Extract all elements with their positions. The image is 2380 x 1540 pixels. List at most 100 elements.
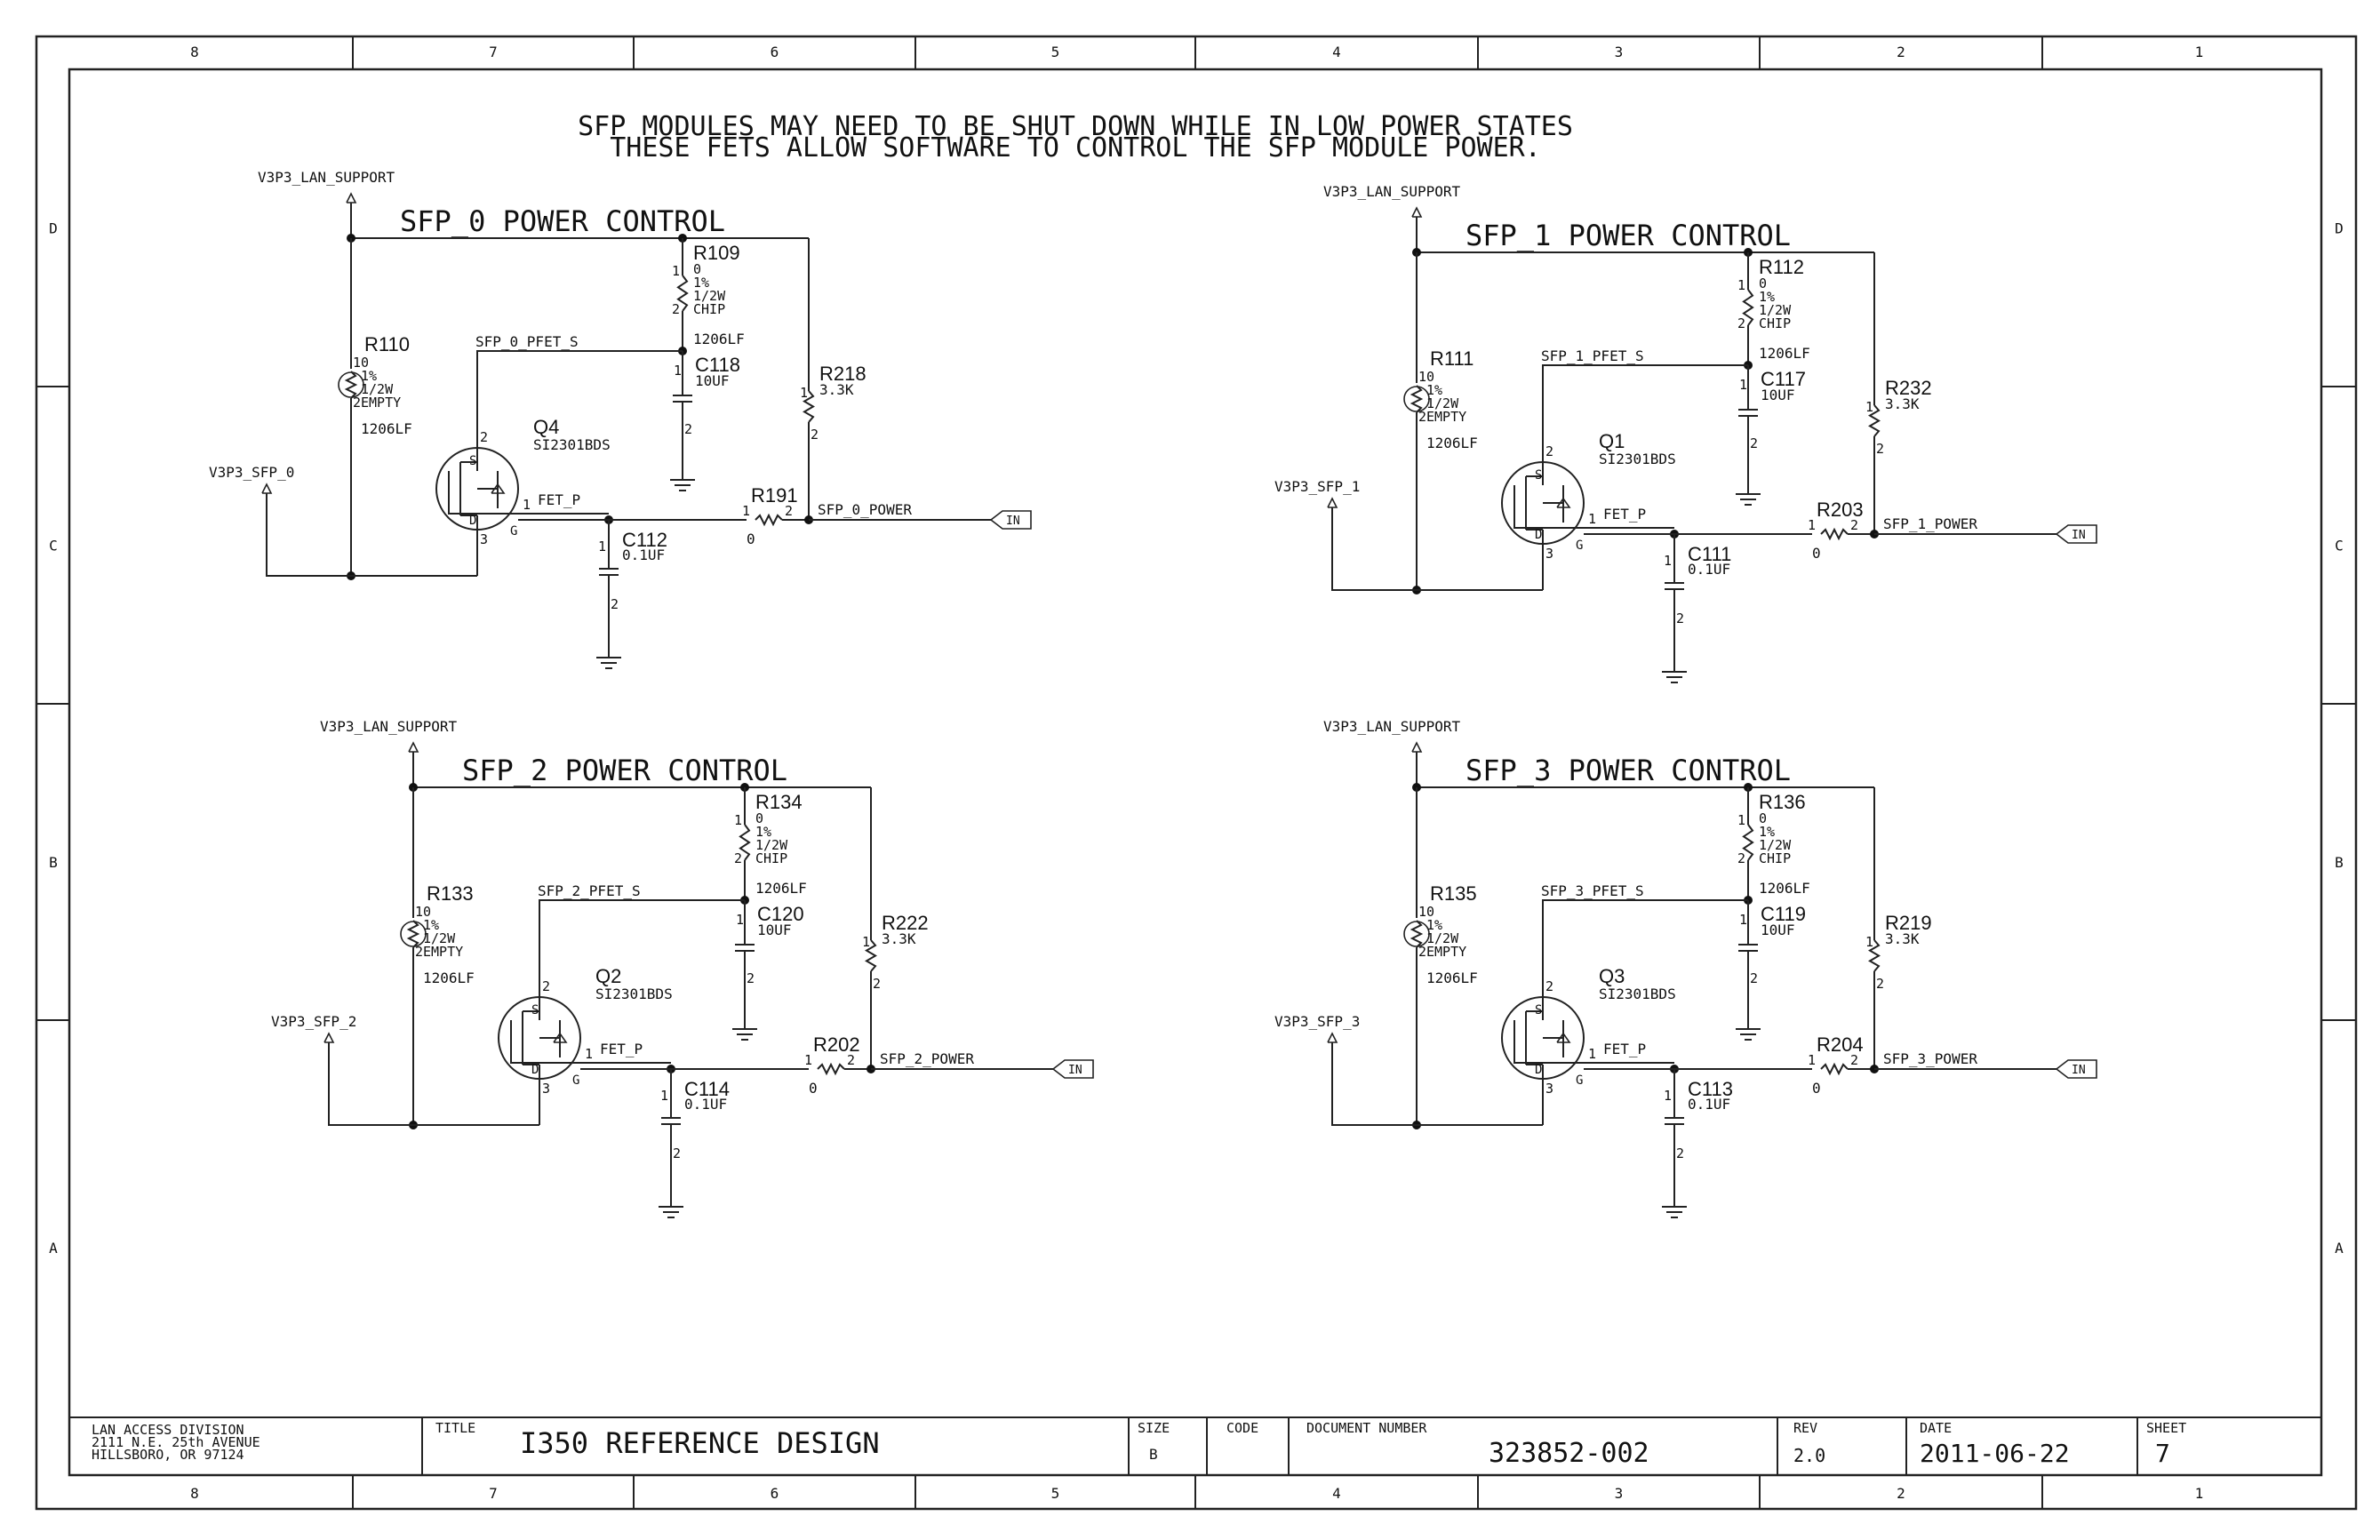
gate-lead [510, 1057, 580, 1064]
top-resistor-tolerance: 1% [755, 824, 771, 840]
fet-pin-g: G [1576, 1073, 1583, 1088]
docnum-label: DOCUMENT NUMBER [1306, 1420, 1427, 1436]
drain-wire [1331, 507, 1543, 591]
series-resistor-ref: R204 [1817, 1033, 1864, 1056]
pull-resistor-ref: R222 [882, 912, 929, 934]
column-label-top: 2 [1897, 44, 1905, 60]
pin-number: 2 [1545, 443, 1553, 459]
top-resistor-power: 1/2W [693, 288, 726, 304]
column-label-bottom: 5 [1051, 1485, 1060, 1502]
pull-resistor-value: 3.3K [819, 381, 854, 398]
top-resistor-power: 1/2W [1759, 302, 1792, 318]
top-resistor-value: 0 [1759, 275, 1767, 291]
pin-number: 2 [480, 429, 488, 445]
column-label-top: 1 [2195, 44, 2204, 60]
fet-ref: Q3 [1599, 965, 1625, 987]
pin-number: 1 [1737, 812, 1745, 828]
pin-number: 2 [1676, 1145, 1684, 1161]
pin-number: 1 [585, 1046, 593, 1062]
series-resistor-ref: R203 [1817, 499, 1864, 521]
ground-symbol [596, 657, 621, 669]
pin-number: 1 [1808, 1052, 1816, 1068]
bulk-capacitor-value: 10UF [695, 372, 730, 389]
pin-number: 2 [1850, 517, 1858, 533]
pin-number: 2 [811, 427, 819, 443]
pin-number: 1 [415, 904, 423, 920]
sfp-supply-arrow [1327, 497, 1338, 508]
fet-pin-s: S [1535, 1003, 1542, 1017]
row-label-right: C [2335, 538, 2344, 555]
pin-number: 1 [1808, 517, 1816, 533]
ground-symbol [732, 1028, 757, 1041]
row-label-right: A [2335, 1240, 2344, 1257]
supply-label: V3P3_LAN_SUPPORT [320, 718, 457, 735]
pin-number: 2 [785, 503, 793, 519]
pin-number: 2 [1545, 978, 1553, 994]
top-resistor [1742, 289, 1754, 326]
input-port-label: IN [2072, 1064, 2086, 1077]
fet-pin-g: G [1576, 539, 1583, 553]
top-resistor-type: CHIP [1759, 850, 1791, 866]
top-resistor-ref: R136 [1759, 791, 1806, 813]
pull-resistor [1868, 404, 1881, 437]
fet-pin-d: D [469, 514, 476, 528]
row-label-left: C [49, 538, 58, 555]
fet-pin-g: G [572, 1073, 579, 1088]
sfp-power-block-0: SFP_0 POWER CONTROLV3P3_LAN_SUPPORTR1101… [209, 169, 1032, 669]
pull-resistor-ref: R232 [1885, 377, 1932, 399]
bulk-capacitor-ref: C119 [1761, 903, 1806, 925]
pin-number: 1 [1418, 904, 1426, 920]
column-label-bottom: 3 [1615, 1485, 1624, 1502]
fet-source-lead [523, 1010, 540, 1020]
rev-label: REV [1793, 1420, 1817, 1436]
ground-symbol [1736, 493, 1761, 506]
pin-number: 2 [1876, 976, 1884, 992]
left-resistor-ref: R110 [364, 333, 410, 355]
pull-resistor-value: 3.3K [1885, 930, 1920, 947]
series-resistor-value: 0 [1812, 1080, 1821, 1097]
pin-number: 1 [1588, 1046, 1596, 1062]
left-resistor [344, 371, 358, 399]
series-resistor [1820, 1062, 1849, 1076]
block-title: SFP_1 POWER CONTROL [1466, 219, 1791, 252]
column-label-bottom: 7 [489, 1485, 498, 1502]
note-line-2: THESE FETS ALLOW SOFTWARE TO CONTROL THE… [610, 132, 1541, 164]
sfp-supply-label: V3P3_SFP_3 [1274, 1013, 1360, 1030]
left-resistor-power: 1/2W [1426, 930, 1459, 946]
left-resistor-tolerance: 1% [361, 368, 377, 384]
pin-number: 1 [1865, 934, 1873, 950]
pin-number: 2 [1418, 944, 1426, 960]
pin-number: 3 [480, 531, 488, 547]
series-resistor-value: 0 [1812, 545, 1821, 562]
column-label-top: 7 [489, 44, 498, 60]
left-resistor-power: 1/2W [423, 930, 456, 946]
pin-number: 1 [672, 263, 680, 279]
gate-capacitor-value: 0.1UF [684, 1096, 727, 1113]
source-net-label: SFP_3_PFET_S [1541, 882, 1644, 899]
pull-resistor-ref: R219 [1885, 912, 1932, 934]
title-value: I350 REFERENCE DESIGN [520, 1426, 880, 1460]
gate-capacitor-ref: C113 [1688, 1078, 1733, 1100]
series-resistor [755, 513, 783, 527]
top-resistor-ref: R112 [1759, 256, 1804, 278]
block-title: SFP_2 POWER CONTROL [462, 754, 787, 787]
left-resistor-ref: R135 [1430, 882, 1477, 905]
input-port-label: IN [2072, 529, 2086, 542]
gate-capacitor-value: 0.1UF [1688, 561, 1730, 578]
gate-net-label: FET_P [600, 1041, 643, 1057]
pin-number: 1 [598, 539, 606, 555]
pin-number: 1 [660, 1088, 668, 1104]
pin-number: 1 [1664, 1088, 1672, 1104]
fet-source-lead [460, 461, 478, 471]
pin-number: 2 [1737, 315, 1745, 331]
left-resistor [406, 920, 420, 948]
drain-wire [328, 1042, 539, 1126]
pull-resistor-value: 3.3K [882, 930, 916, 947]
sfp-supply-label: V3P3_SFP_0 [209, 464, 294, 481]
series-resistor [817, 1062, 845, 1076]
pin-number: 1 [742, 503, 750, 519]
top-resistor-type: CHIP [1759, 315, 1791, 331]
pin-number: 1 [804, 1052, 812, 1068]
